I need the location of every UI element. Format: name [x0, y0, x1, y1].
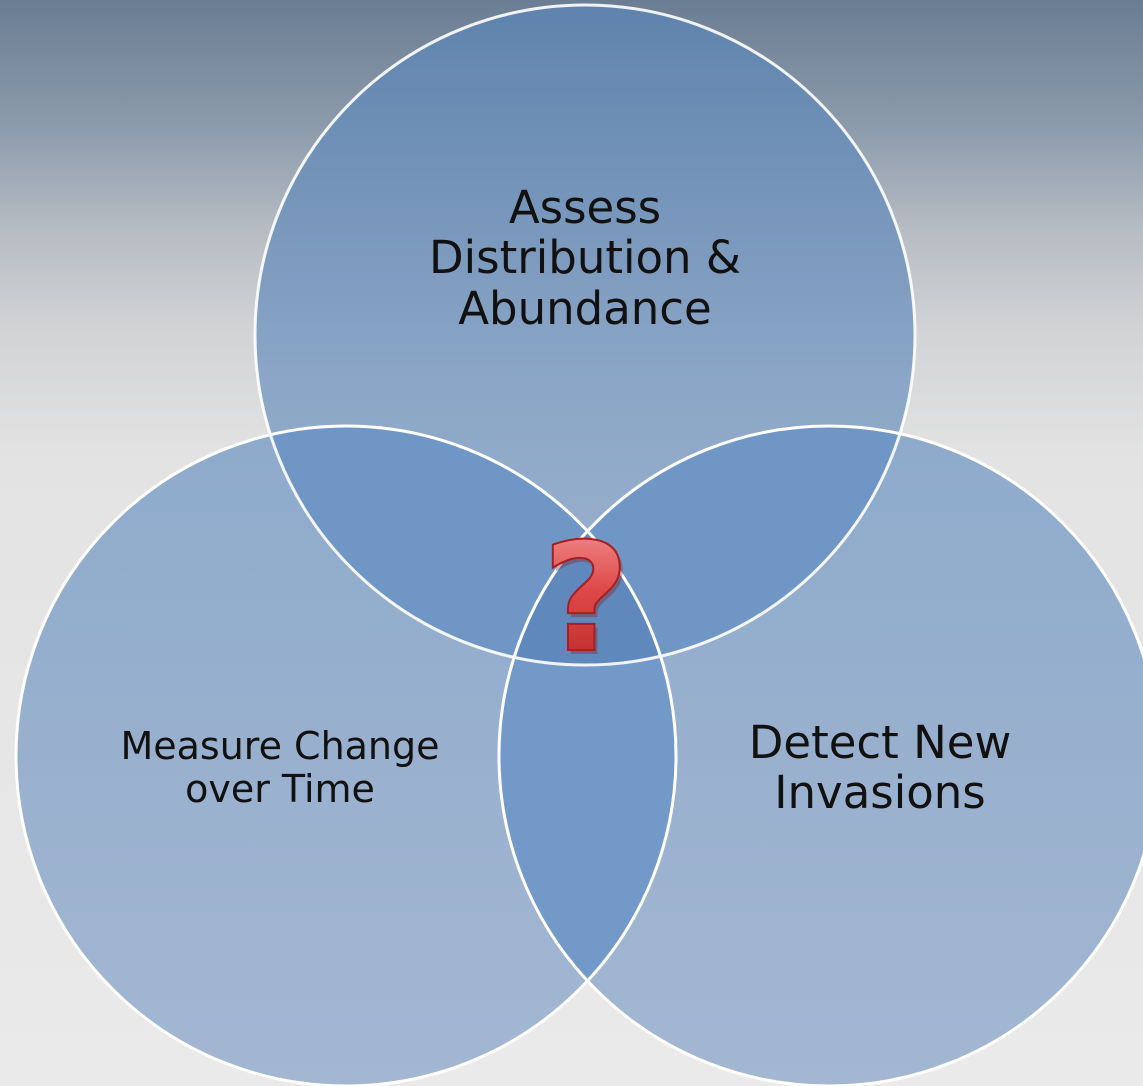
circle-right-outline — [497, 424, 1143, 1086]
label-line: over Time — [185, 766, 375, 811]
circle-label-detect: Detect New Invasions — [660, 716, 1100, 820]
label-line: Assess — [508, 181, 662, 234]
label-line: Measure Change — [120, 724, 440, 768]
overlap-top-right — [499, 426, 915, 665]
circle-label-measure: Measure Change over Time — [40, 725, 520, 810]
circle-top-outline — [253, 3, 917, 667]
overlap-top-left — [255, 426, 676, 665]
label-line: Invasions — [774, 766, 986, 820]
circle-label-assess: Assess Distribution & Abundance — [335, 181, 835, 335]
label-line: Detect New — [748, 716, 1012, 769]
question-mark-icon: ? ? — [541, 511, 632, 690]
circle-left-outline — [14, 424, 678, 1086]
label-line: Abundance — [458, 281, 712, 335]
svg-text:?: ? — [542, 512, 629, 686]
svg-text:?: ? — [545, 516, 632, 690]
label-line: Distribution & — [429, 231, 741, 285]
